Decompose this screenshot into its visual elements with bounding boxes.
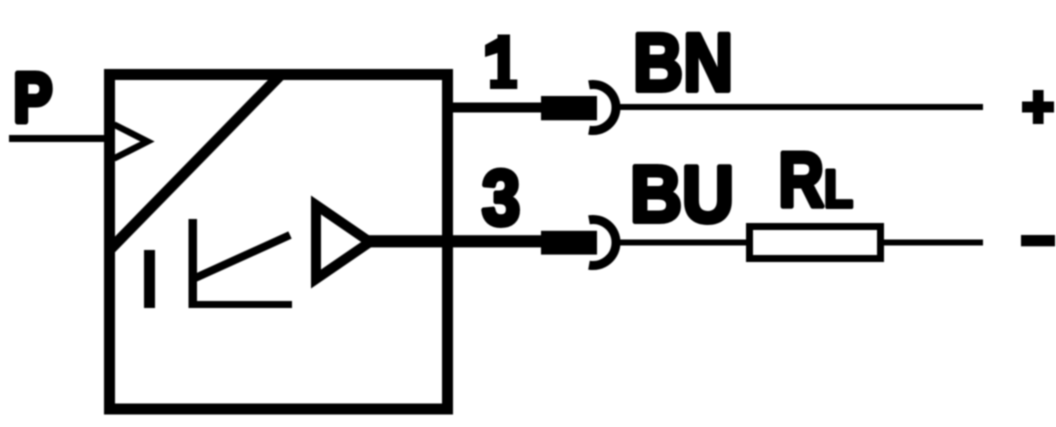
svg-text:BU: BU xyxy=(630,150,734,239)
svg-text:P: P xyxy=(14,58,53,136)
svg-text:R: R xyxy=(778,136,823,222)
svg-text:L: L xyxy=(824,159,853,219)
svg-text:BN: BN xyxy=(633,17,733,109)
svg-text:3: 3 xyxy=(482,154,520,242)
